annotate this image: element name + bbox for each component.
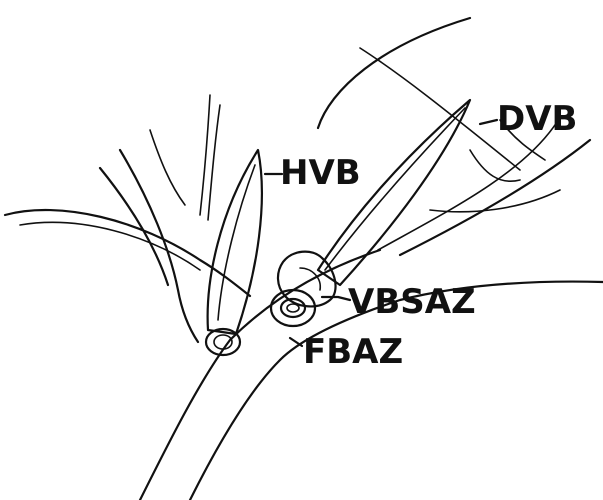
label-vbsaz: VBSAZ: [348, 282, 476, 322]
dvb-bud: [278, 100, 470, 306]
fbaz-bud-scar: [271, 290, 315, 326]
label-dvb: DVB: [497, 99, 577, 139]
left-leaf: [5, 210, 250, 296]
label-hvb: HVB: [280, 153, 361, 193]
left-twig: [100, 95, 220, 342]
hvb-bud: [206, 150, 262, 355]
label-fbaz: FBAZ: [303, 332, 403, 372]
